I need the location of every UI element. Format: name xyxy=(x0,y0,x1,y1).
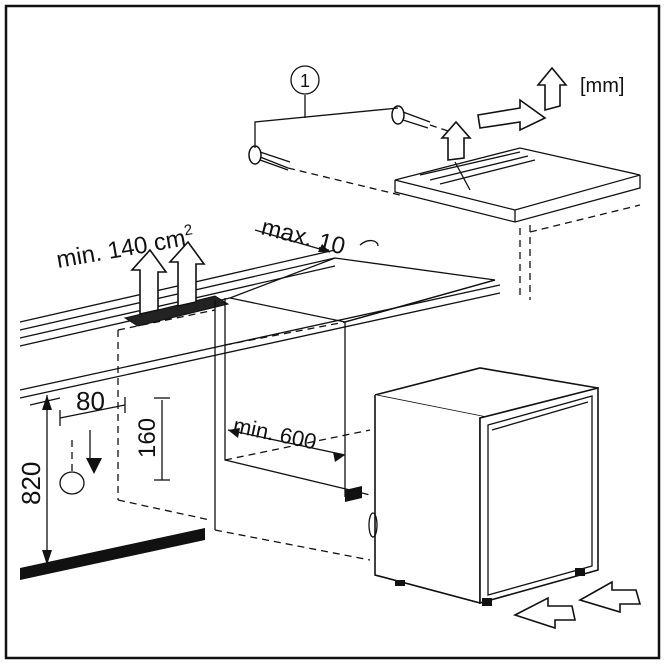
callout-1: 1 xyxy=(254,65,399,148)
plinth xyxy=(20,528,205,580)
top-cover-plate xyxy=(394,147,641,300)
dimension-depth: min. 600 xyxy=(227,412,346,462)
diagram-border xyxy=(4,4,661,660)
dimension-height: 820 xyxy=(16,395,61,565)
dimension-gap: max. 10 xyxy=(254,214,379,261)
dimension-offset-vertical: 160 xyxy=(134,397,170,481)
niche-outline xyxy=(117,298,371,561)
ventilation-label: min. 140 cm xyxy=(54,225,187,274)
dimension-offset-horizontal: 80 xyxy=(59,386,126,426)
refrigerator xyxy=(368,367,599,606)
svg-text:min. 140 cm2: min. 140 cm2 xyxy=(54,221,196,274)
screws xyxy=(248,105,461,196)
ventilation-arrows xyxy=(130,240,206,315)
intake-arrows xyxy=(512,580,642,630)
depth-label: min. 600 xyxy=(231,412,319,454)
height-value-label: 820 xyxy=(16,462,46,505)
offset-vertical-label: 160 xyxy=(134,418,161,458)
ventilation-superscript: 2 xyxy=(183,221,194,239)
callout-number: 1 xyxy=(300,71,310,91)
unit-label: [mm] xyxy=(580,75,624,97)
offset-horizontal-label: 80 xyxy=(76,386,105,416)
power-socket xyxy=(59,430,102,495)
ventilation-label-group: min. 140 cm2 xyxy=(54,221,196,274)
countertop xyxy=(19,249,501,399)
gap-label: max. 10 xyxy=(259,214,348,261)
cover-plate-arrows xyxy=(440,66,568,161)
